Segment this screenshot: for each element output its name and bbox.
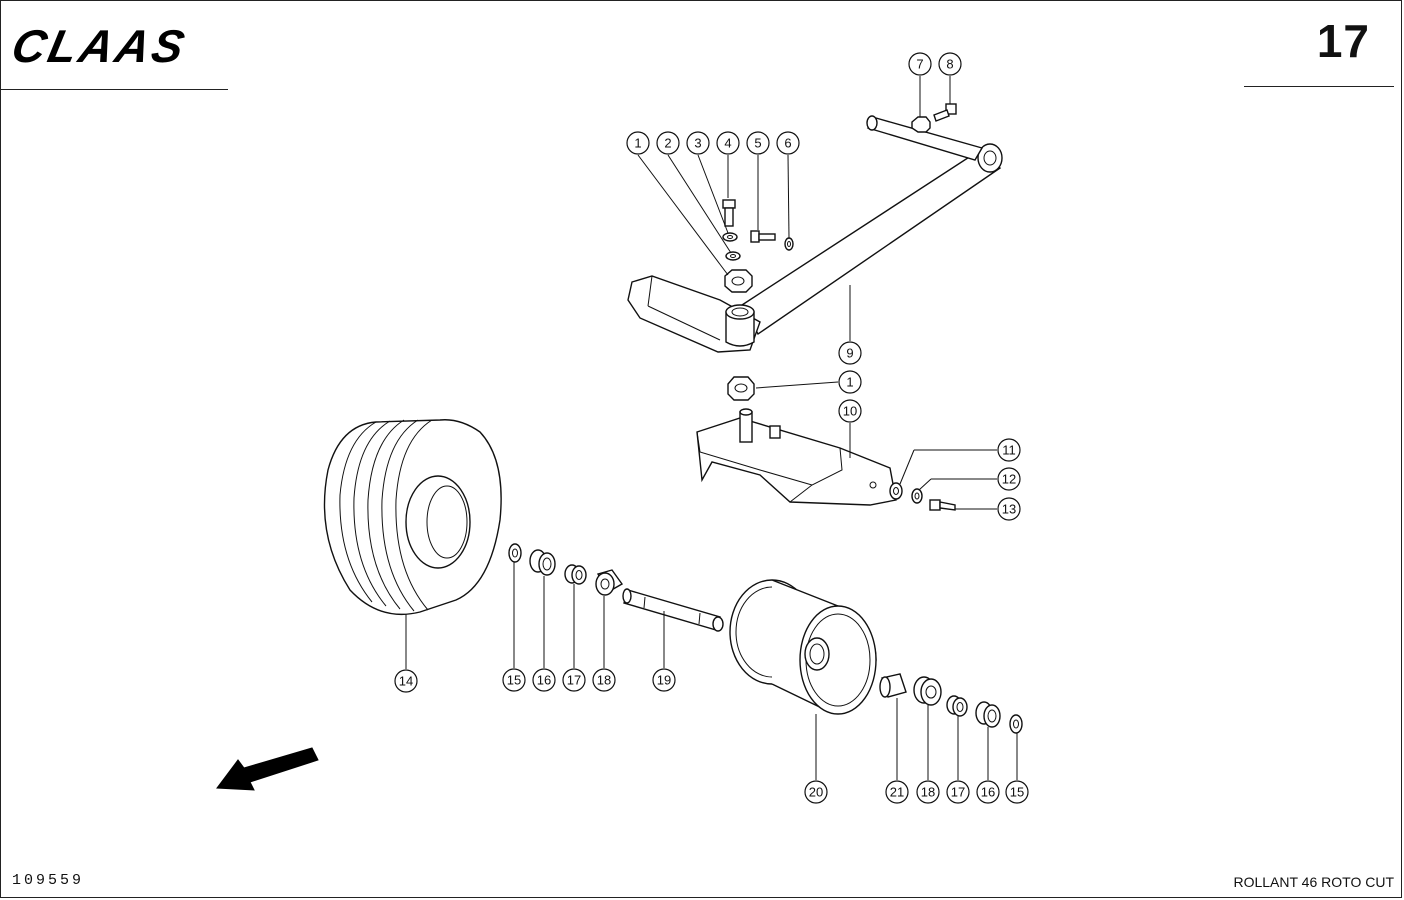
svg-text:17: 17 (951, 785, 965, 800)
direction-arrow (216, 747, 319, 791)
callout-15: 15 (502, 668, 526, 692)
svg-text:11: 11 (1002, 443, 1016, 458)
svg-text:16: 16 (537, 673, 551, 688)
callout-6: 6 (776, 131, 800, 155)
wheel-rim (729, 579, 877, 715)
svg-text:21: 21 (890, 785, 904, 800)
callout-5: 5 (746, 131, 770, 155)
svg-text:15: 15 (507, 673, 521, 688)
callout-7: 7 (908, 52, 932, 76)
svg-text:14: 14 (399, 674, 413, 689)
callout-19: 19 (652, 668, 676, 692)
callout-13: 13 (997, 497, 1021, 521)
svg-text:18: 18 (921, 785, 935, 800)
svg-text:15: 15 (1010, 785, 1024, 800)
svg-text:10: 10 (843, 404, 857, 419)
svg-text:13: 13 (1002, 502, 1016, 517)
svg-text:5: 5 (754, 136, 761, 151)
svg-text:16: 16 (981, 785, 995, 800)
svg-text:9: 9 (846, 346, 853, 361)
callout-1-lower: 1 (838, 370, 862, 394)
callout-3: 3 (686, 131, 710, 155)
callout-16-right: 16 (976, 780, 1000, 804)
svg-text:1: 1 (846, 375, 853, 390)
top-hardware (722, 103, 957, 401)
callout-15-right: 15 (1005, 780, 1029, 804)
svg-text:3: 3 (694, 136, 701, 151)
callout-14: 14 (394, 669, 418, 693)
arm-frame (627, 115, 1003, 353)
axle-parts (508, 543, 724, 632)
callout-11: 11 (997, 438, 1021, 462)
claas-logo-text: CLAAS (14, 22, 192, 70)
right-side-parts (879, 673, 1023, 734)
page-number-underline (1244, 86, 1394, 87)
svg-text:20: 20 (809, 785, 823, 800)
model-name: ROLLANT 46 ROTO CUT (1233, 874, 1394, 890)
svg-text:17: 17 (567, 673, 581, 688)
callout-4: 4 (716, 131, 740, 155)
svg-text:8: 8 (946, 57, 953, 72)
svg-text:18: 18 (597, 673, 611, 688)
tyre (323, 419, 502, 616)
callout-18-right: 18 (916, 780, 940, 804)
callout-17-right: 17 (946, 780, 970, 804)
callout-18: 18 (592, 668, 616, 692)
claas-logo: CLAAS (14, 22, 192, 70)
callout-20: 20 (804, 780, 828, 804)
svg-text:7: 7 (916, 57, 923, 72)
page-number: 17 (1316, 15, 1370, 67)
swivel-bracket (696, 408, 897, 506)
callout-10: 10 (838, 399, 862, 423)
callout-16: 16 (532, 668, 556, 692)
callout-8: 8 (938, 52, 962, 76)
callout-1: 1 (626, 131, 650, 155)
bracket-hardware (889, 482, 956, 511)
callout-21: 21 (885, 780, 909, 804)
logo-underline (0, 89, 228, 90)
callout-12: 12 (997, 467, 1021, 491)
callout-2: 2 (656, 131, 680, 155)
svg-text:19: 19 (657, 673, 671, 688)
leader-lines (405, 76, 1018, 780)
svg-text:12: 12 (1002, 472, 1016, 487)
callout-17: 17 (562, 668, 586, 692)
callout-9: 9 (838, 341, 862, 365)
svg-text:4: 4 (724, 136, 731, 151)
drawing-number: 109559 (12, 872, 85, 889)
svg-text:1: 1 (634, 136, 641, 151)
svg-text:2: 2 (664, 136, 671, 151)
svg-text:6: 6 (784, 136, 791, 151)
